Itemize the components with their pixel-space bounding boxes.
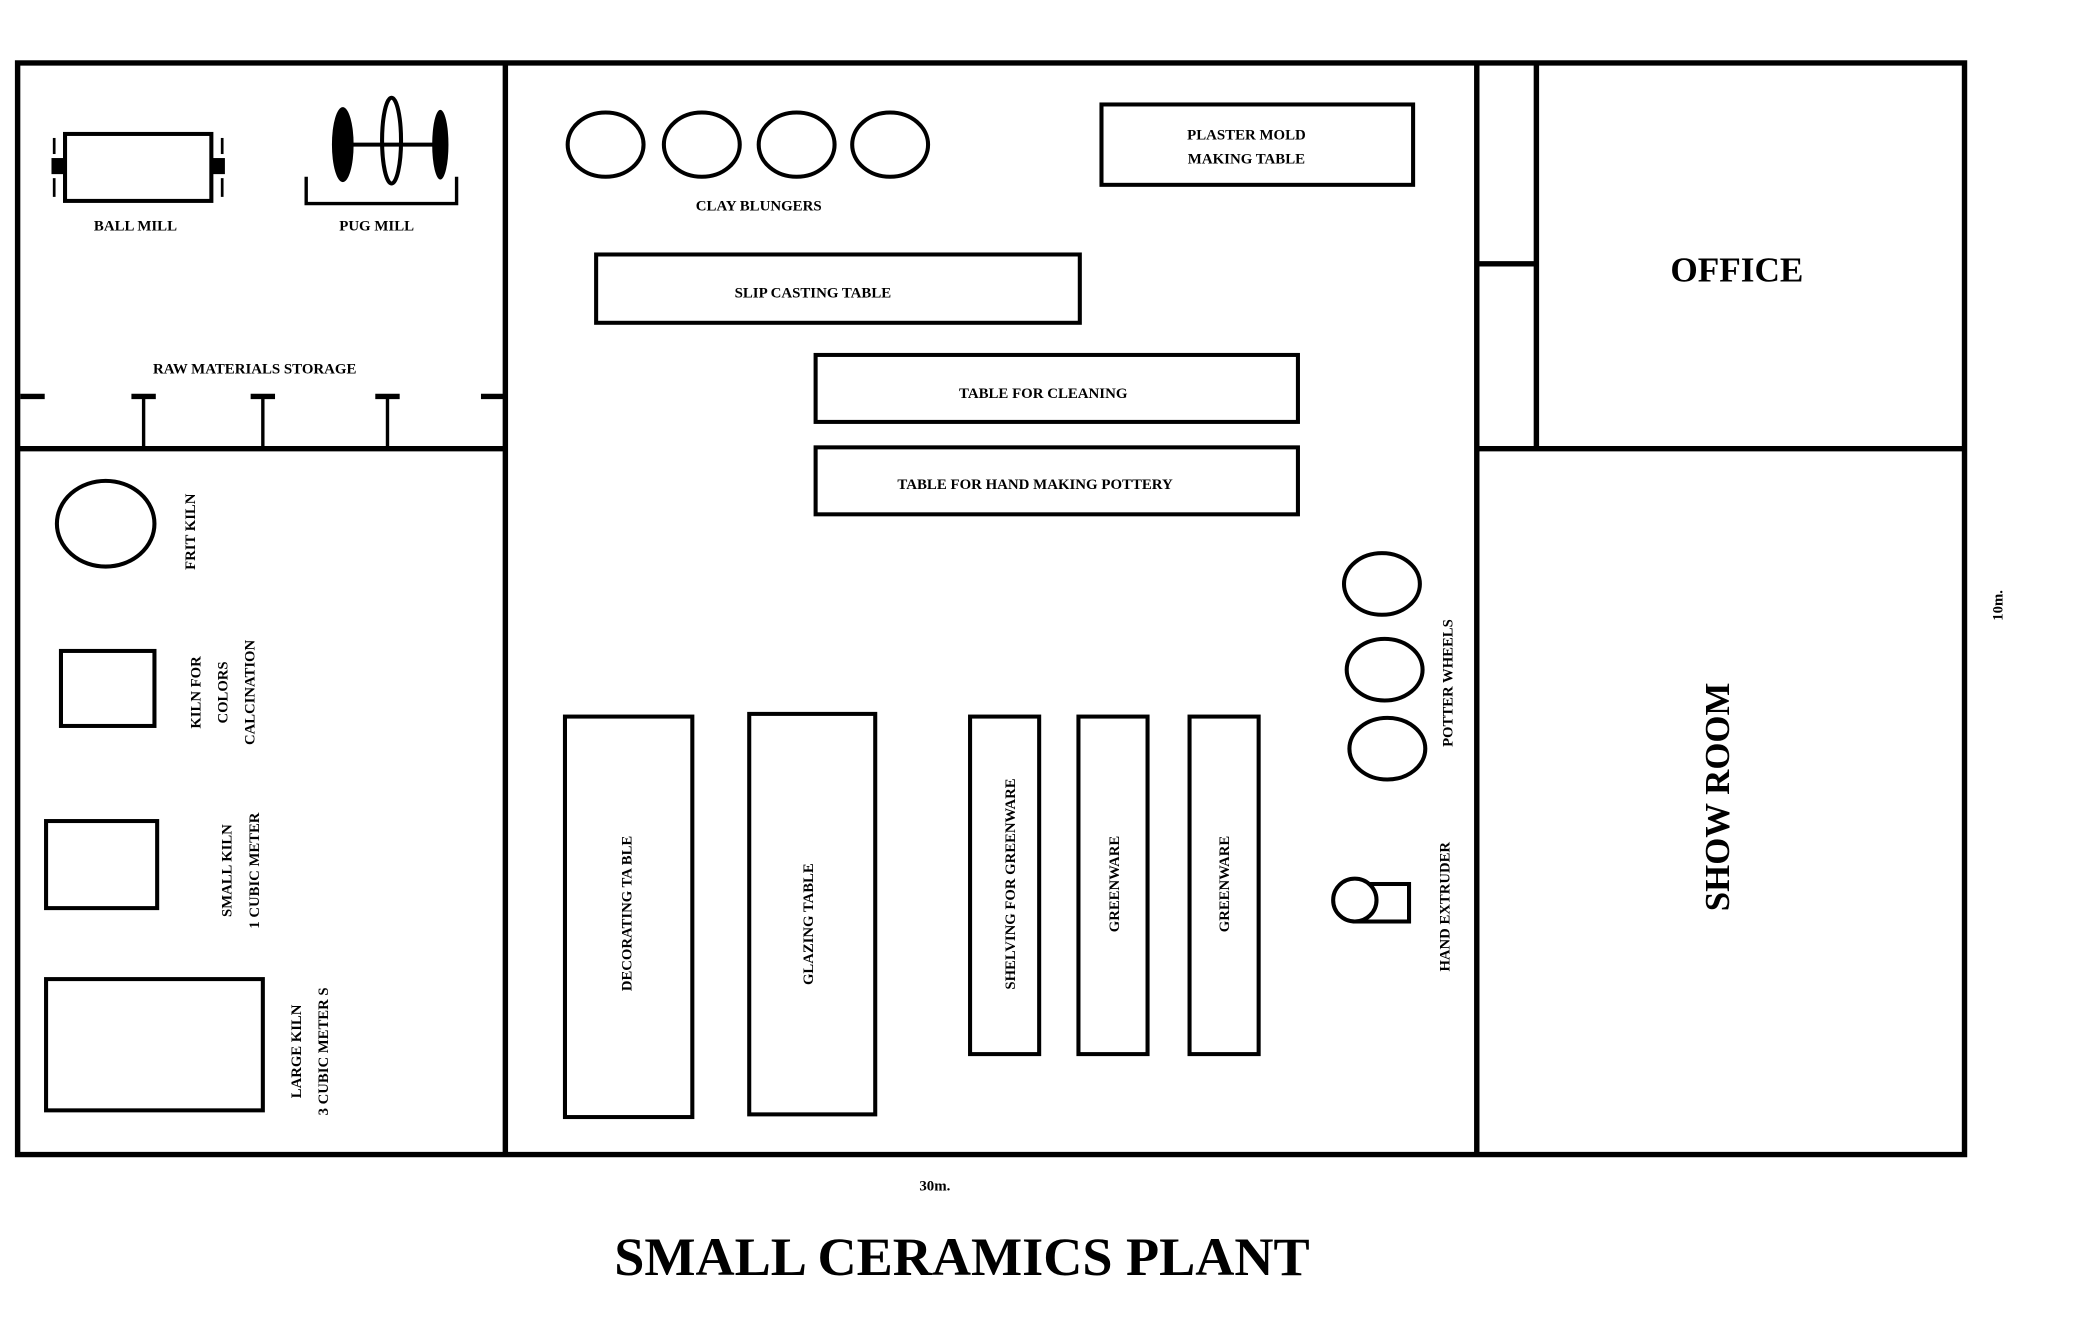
decorating-label: DECORATING TA BLE [619,836,635,991]
greenware-shelving [968,714,1042,1057]
hand-extruder-label: HAND EXTRUDER [1438,842,1454,972]
cleaning-label: TABLE FOR CLEANING [959,386,1128,402]
raw-materials-storage-label: RAW MATERIALS STORAGE [153,362,357,378]
kiln-colors-label-3: CALCINATION [243,640,259,745]
small-kiln-label-2: 1 CUBIC METER [247,812,263,928]
greenware-rack-2 [1187,714,1261,1057]
plan-title: SMALL CERAMICS PLANT [614,1227,1310,1287]
kiln-colors-label-1: KILN FOR [188,656,204,729]
storage-shelves [20,393,506,449]
hand-making-table [813,445,1300,517]
slip-casting-label: SLIP CASTING TABLE [735,285,892,301]
plaster-mold-label-2: MAKING TABLE [1188,151,1305,167]
plaster-mold-label-1: PLASTER MOLD [1187,127,1306,143]
shelving-label: SHELVING FOR GREENWARE [1003,778,1019,989]
show-room-label: SHOW ROOM [1698,683,1737,912]
cleaning-table [813,352,1300,424]
frit-kiln-icon [54,478,157,569]
clay-blungers-label: CLAY BLUNGERS [696,198,822,214]
glazing-label: GLAZING TABLE [801,863,817,985]
greenware-label-2: GREENWARE [1217,836,1233,933]
height-dimension: 10m. [1990,590,2006,621]
decorating-table [562,714,695,1120]
kiln-colors-label-2: COLORS [216,661,232,723]
pug-mill-label: PUG MILL [339,218,414,234]
hand-extruder-icon [1331,876,1412,924]
office-label: OFFICE [1670,250,1803,289]
plaster-mold-table [1099,102,1416,187]
small-kiln-label-1: SMALL KILN [220,824,236,917]
small-kiln-icon [44,819,160,911]
slip-casting-table [594,252,1082,325]
large-kiln-icon [44,977,265,1113]
walls [14,60,1968,1158]
greenware-rack-1 [1076,714,1150,1057]
frit-kiln-label: FRIT KILN [183,493,199,569]
hand-making-label: TABLE FOR HAND MAKING POTTERY [897,477,1173,493]
large-kiln-label-1: LARGE KILN [289,1004,305,1098]
clay-blungers-icon [565,110,931,179]
kiln-for-colors-icon [58,648,157,728]
ball-mill-icon [51,131,225,203]
potter-wheels-label: POTTER WHEELS [1440,619,1456,747]
large-kiln-label-2: 3 CUBIC METER S [316,987,332,1115]
ball-mill-label: BALL MILL [94,218,177,234]
greenware-label-1: GREENWARE [1107,836,1123,933]
glazing-table [747,711,878,1117]
potter-wheels-icon [1341,551,1428,782]
pug-mill-icon [304,95,459,206]
width-dimension: 30m. [919,1179,950,1195]
